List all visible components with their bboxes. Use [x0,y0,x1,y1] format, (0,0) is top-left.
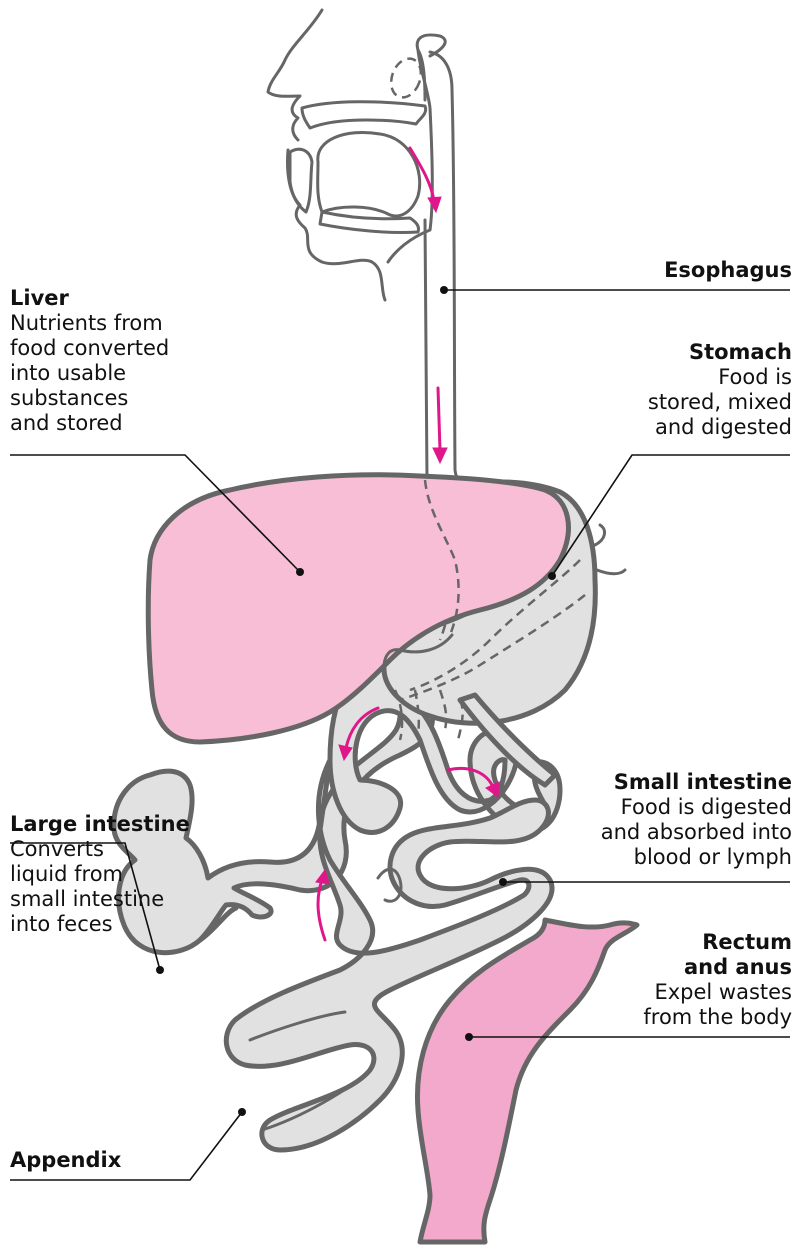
small-intestine-description: Food is digested and absorbed into blood… [552,795,792,870]
liver-title: Liver [10,286,240,311]
label-stomach: Stomach Food is stored, mixed and digest… [562,340,792,440]
liver-description: Nutrients from food converted into usabl… [10,311,240,436]
label-liver: Liver Nutrients from food converted into… [10,286,240,436]
label-rectum-and-anus: Rectum and anus Expel wastes from the bo… [572,930,792,1030]
label-appendix: Appendix [10,1148,210,1173]
large-intestine-title: Large intestine [10,812,250,837]
esophagus-title: Esophagus [542,258,792,283]
label-esophagus: Esophagus [542,258,792,283]
label-small-intestine: Small intestine Food is digested and abs… [552,770,792,870]
stomach-description: Food is stored, mixed and digested [562,365,792,440]
appendix-title: Appendix [10,1148,210,1173]
label-large-intestine: Large intestine Converts liquid from sma… [10,812,250,937]
rectum-title: Rectum and anus [572,930,792,980]
esophagus [418,50,475,490]
large-intestine-description: Converts liquid from small intestine int… [10,837,250,937]
rectum-description: Expel wastes from the body [572,980,792,1030]
stomach-title: Stomach [562,340,792,365]
small-intestine-title: Small intestine [552,770,792,795]
